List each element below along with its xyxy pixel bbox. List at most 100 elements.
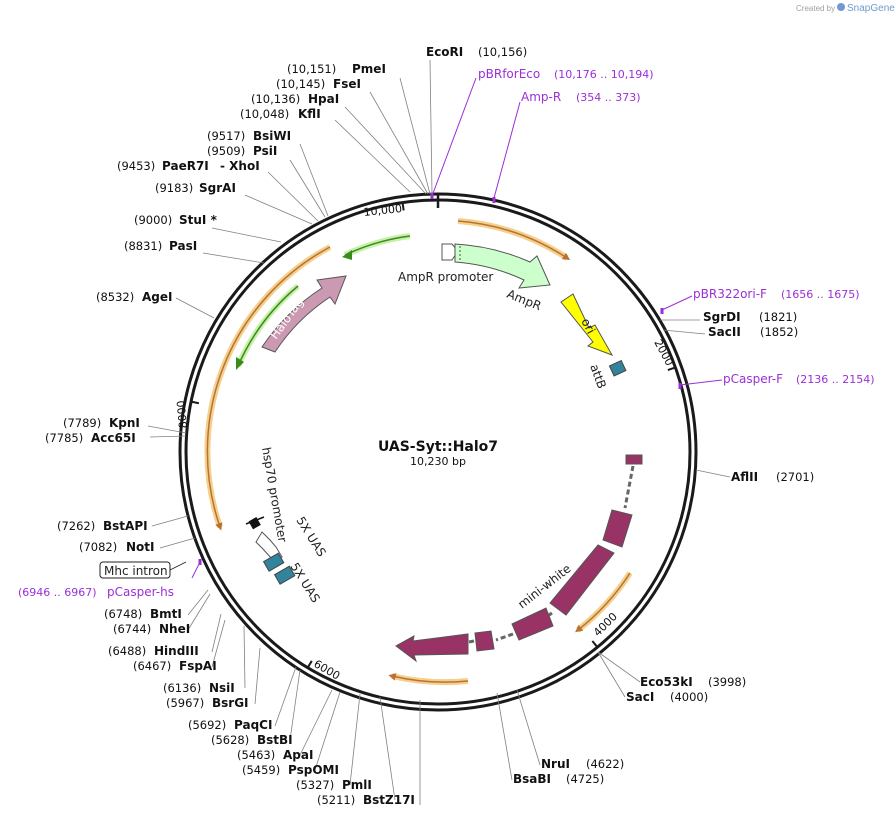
site-bsiwi[interactable]: BsiWI	[253, 129, 291, 143]
site-bmti-pos: (6748)	[104, 607, 142, 621]
primer-pcasper-f-range: (2136 .. 2154)	[796, 373, 875, 386]
site-sgrai[interactable]: SgrAI	[199, 181, 236, 195]
site-psii[interactable]: PsiI	[253, 144, 277, 158]
site-apai[interactable]: ApaI	[283, 748, 313, 762]
primer-amp-r-range: (354 .. 373)	[576, 91, 641, 104]
site-bstapi[interactable]: BstAPI	[103, 519, 148, 533]
feature-attb[interactable]	[608, 359, 627, 377]
primer-mark	[198, 559, 202, 565]
label-attb: attB	[587, 362, 609, 390]
site-leader-line	[334, 119, 411, 193]
site-leader-line	[147, 425, 187, 434]
site-bstz17i-pos: (5211)	[317, 793, 355, 807]
plasmid-size: 10,230 bp	[410, 455, 466, 468]
site-hpai[interactable]: HpaI	[308, 92, 339, 106]
site-leader-line	[597, 651, 626, 698]
site-noti-pos: (7082)	[79, 540, 117, 554]
site-xhoi[interactable]: - XhoI	[220, 159, 260, 173]
site-leader-line	[187, 593, 211, 631]
site-leader-line	[211, 613, 222, 653]
primer-pbr322ori-f[interactable]: pBR322ori-F	[693, 287, 767, 301]
site-fspai[interactable]: FspAI	[179, 659, 217, 673]
green-orf-arcs	[235, 233, 411, 370]
site-leader-line	[299, 143, 329, 217]
feature-ampr[interactable]	[454, 243, 551, 289]
snapgene-logo-icon	[837, 3, 845, 11]
feature-halotag[interactable]	[261, 275, 347, 353]
site-bstz17i[interactable]: BstZ17I	[363, 793, 415, 807]
site-acc65i[interactable]: Acc65I	[91, 431, 136, 445]
site-nsii-pos: (6136)	[163, 681, 201, 695]
site-aflii[interactable]: AflII	[731, 470, 758, 484]
site-kpni[interactable]: KpnI	[109, 416, 140, 430]
site-bsiwi-pos: (9517)	[207, 129, 245, 143]
site-kfli[interactable]: KflI	[298, 107, 321, 121]
site-leader-line	[202, 252, 265, 264]
site-stui[interactable]: StuI *	[179, 213, 218, 227]
feature-5x-uas-b[interactable]	[273, 565, 296, 585]
site-hindiii[interactable]: HindIII	[154, 644, 199, 658]
site-bsrgi[interactable]: BsrGI	[212, 696, 249, 710]
site-nhei-pos: (6744)	[113, 622, 151, 636]
tick-mark	[190, 400, 200, 405]
primer-mark	[492, 197, 496, 203]
site-psii-pos: (9509)	[207, 144, 245, 158]
site-leader-line	[379, 696, 396, 801]
label-hsp70-promoter: hsp70 promoter	[259, 446, 290, 543]
primer-mark	[678, 383, 682, 389]
site-bsabi[interactable]: BsaBI	[513, 772, 551, 786]
primer-mark	[660, 308, 664, 314]
orf-arcs	[204, 218, 633, 686]
site-pspomi[interactable]: PspOMI	[288, 763, 339, 777]
site-nsii[interactable]: NsiI	[209, 681, 235, 695]
site-sgrdi-pos: (1821)	[759, 310, 797, 324]
site-paer7i[interactable]: PaeR7I	[162, 159, 209, 173]
site-hindiii-pos: (6488)	[108, 644, 146, 658]
site-eco53ki[interactable]: Eco53kI	[640, 675, 693, 689]
tick-mark	[401, 202, 405, 211]
site-pmei-pos: (10,151)	[287, 62, 336, 76]
site-agei[interactable]: AgeI	[142, 290, 172, 304]
primer-pcasper-hs[interactable]: pCasper-hs	[107, 585, 174, 599]
site-pmli[interactable]: PmlI	[342, 778, 372, 792]
site-ecori-pos: (10,156)	[478, 45, 527, 59]
credit-prefix: Created by	[796, 4, 835, 13]
primer-lines	[191, 77, 723, 579]
site-acc65i-pos: (7785)	[45, 431, 83, 445]
feature-mini-white[interactable]	[395, 454, 643, 663]
primer-pbrforeco[interactable]: pBRforEco	[478, 67, 540, 81]
site-sgrdi[interactable]: SgrDI	[703, 310, 741, 324]
site-bstbi[interactable]: BstBI	[257, 733, 293, 747]
restriction-site-lines	[147, 59, 731, 805]
site-bmti[interactable]: BmtI	[150, 607, 182, 621]
primer-pcasper-f[interactable]: pCasper-F	[723, 372, 783, 386]
site-pasi[interactable]: PasI	[169, 239, 197, 253]
site-ecori[interactable]: EcoRI	[426, 45, 463, 59]
site-sgrai-pos: (9183)	[155, 181, 193, 195]
site-paqci-pos: (5692)	[188, 718, 226, 732]
primer-amp-r[interactable]: Amp-R	[521, 90, 561, 104]
site-saci[interactable]: SacI	[626, 690, 654, 704]
primer-line-pbrforeco	[431, 77, 477, 197]
site-leader-line	[159, 537, 196, 549]
site-nhei[interactable]: NheI	[159, 622, 190, 636]
site-noti[interactable]: NotI	[126, 540, 155, 554]
primer-mark	[430, 193, 434, 199]
feature-5x-uas-a[interactable]	[262, 552, 285, 572]
site-pmei[interactable]: PmeI	[352, 62, 386, 76]
site-leader-line	[254, 647, 261, 705]
site-leader-line	[369, 91, 429, 195]
site-leader-line	[299, 689, 333, 756]
site-fsei[interactable]: FseI	[333, 77, 361, 91]
site-sacii[interactable]: SacII	[708, 325, 741, 339]
label-ori: ori	[578, 316, 598, 336]
site-kfli-pos: (10,048)	[240, 107, 289, 121]
site-nrui[interactable]: NruI	[541, 757, 570, 771]
site-paqci[interactable]: PaqCI	[234, 718, 272, 732]
site-bstapi-pos: (7262)	[57, 519, 95, 533]
site-stui-pos: (9000)	[134, 213, 172, 227]
feature-ori[interactable]	[560, 293, 614, 356]
site-pspomi-pos: (5459)	[242, 763, 280, 777]
